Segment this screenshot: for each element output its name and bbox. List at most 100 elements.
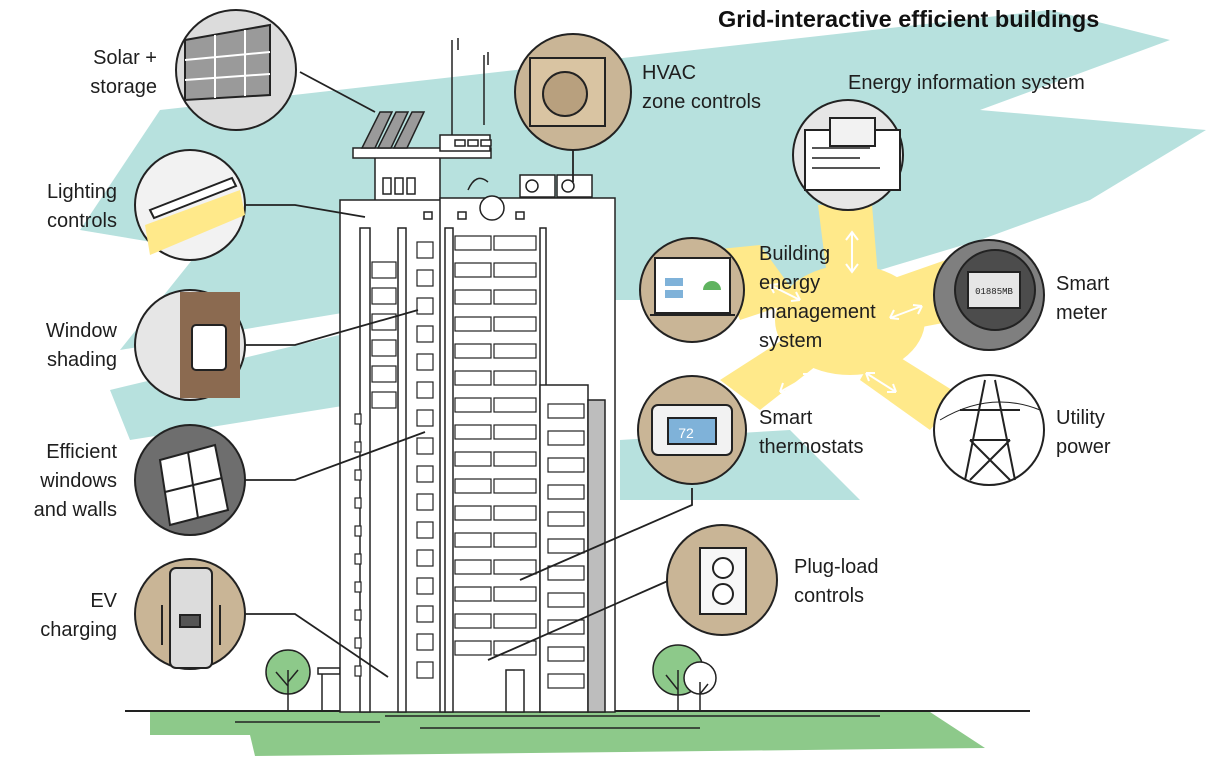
solar-circle bbox=[175, 9, 297, 131]
building-window bbox=[371, 365, 397, 383]
trees bbox=[265, 644, 717, 712]
building-window bbox=[354, 441, 362, 453]
building-window bbox=[493, 505, 537, 521]
building-window bbox=[493, 559, 537, 575]
building-window bbox=[493, 289, 537, 305]
building-window bbox=[416, 661, 434, 679]
building-window bbox=[454, 586, 492, 602]
building-window bbox=[354, 497, 362, 509]
building-window bbox=[416, 605, 434, 623]
utility-circle bbox=[933, 374, 1045, 486]
building-window bbox=[454, 370, 492, 386]
building-window bbox=[493, 532, 537, 548]
building-window bbox=[547, 484, 585, 500]
building-window bbox=[416, 297, 434, 315]
building-window bbox=[454, 316, 492, 332]
windows-circle bbox=[134, 424, 246, 536]
building-window bbox=[493, 586, 537, 602]
energy-arrows bbox=[769, 230, 923, 393]
building-window bbox=[547, 673, 585, 689]
building-window bbox=[416, 381, 434, 399]
building-window bbox=[416, 437, 434, 455]
meter-circle: 01885MB bbox=[933, 239, 1045, 351]
label-solar-storage: Solar +storage bbox=[90, 47, 157, 98]
building-window bbox=[416, 353, 434, 371]
building-window bbox=[547, 565, 585, 581]
building-window bbox=[416, 549, 434, 567]
building-window bbox=[547, 511, 585, 527]
building-window bbox=[454, 613, 492, 629]
building-window bbox=[454, 559, 492, 575]
building-window bbox=[493, 451, 537, 467]
building-window bbox=[493, 397, 537, 413]
building-window bbox=[547, 430, 585, 446]
building-window bbox=[493, 478, 537, 494]
thermostat-circle: 72 bbox=[637, 375, 747, 485]
building-window bbox=[547, 646, 585, 662]
building-window bbox=[493, 235, 537, 251]
connector-lines bbox=[245, 71, 693, 678]
building-window bbox=[416, 325, 434, 343]
hvac-circle bbox=[514, 33, 632, 151]
building-window bbox=[416, 409, 434, 427]
building-window bbox=[454, 262, 492, 278]
building-window bbox=[416, 633, 434, 651]
bems-circle bbox=[639, 237, 745, 343]
building-window bbox=[416, 577, 434, 595]
label-energy-information-system: Energy information system bbox=[848, 72, 1085, 94]
building-window bbox=[454, 505, 492, 521]
building-window bbox=[416, 241, 434, 259]
building-window bbox=[416, 493, 434, 511]
building-window bbox=[354, 413, 362, 425]
building-window bbox=[354, 581, 362, 593]
building-window bbox=[371, 261, 397, 279]
building-window bbox=[454, 397, 492, 413]
building-window bbox=[371, 339, 397, 357]
building-window bbox=[454, 235, 492, 251]
building-window bbox=[547, 403, 585, 419]
meter-reading: 01885MB bbox=[975, 287, 1013, 297]
building-window bbox=[493, 424, 537, 440]
building-window bbox=[493, 262, 537, 278]
building-window bbox=[547, 592, 585, 608]
building-window bbox=[371, 287, 397, 305]
building-window bbox=[493, 613, 537, 629]
building-window bbox=[547, 457, 585, 473]
building-window bbox=[354, 665, 362, 677]
diagram-title: Grid-interactive efficient buildings bbox=[718, 6, 1100, 32]
building-window bbox=[454, 343, 492, 359]
building-window bbox=[416, 465, 434, 483]
building-window bbox=[454, 478, 492, 494]
lighting-circle bbox=[134, 149, 246, 261]
building-window bbox=[547, 538, 585, 554]
shading-circle bbox=[134, 289, 246, 401]
plug-circle bbox=[666, 524, 778, 636]
building-window bbox=[416, 269, 434, 287]
building-window bbox=[354, 609, 362, 621]
building-window bbox=[493, 370, 537, 386]
building-window bbox=[354, 553, 362, 565]
building-window bbox=[354, 469, 362, 481]
building-window bbox=[416, 521, 434, 539]
ground bbox=[125, 710, 1030, 756]
building-window bbox=[493, 316, 537, 332]
building-window bbox=[371, 391, 397, 409]
ev-circle bbox=[134, 558, 246, 670]
building-window bbox=[354, 525, 362, 537]
eis-circle bbox=[792, 99, 904, 211]
building-window bbox=[454, 289, 492, 305]
building-window bbox=[354, 637, 362, 649]
building-window bbox=[454, 640, 492, 656]
building-window bbox=[454, 451, 492, 467]
building-window bbox=[454, 424, 492, 440]
